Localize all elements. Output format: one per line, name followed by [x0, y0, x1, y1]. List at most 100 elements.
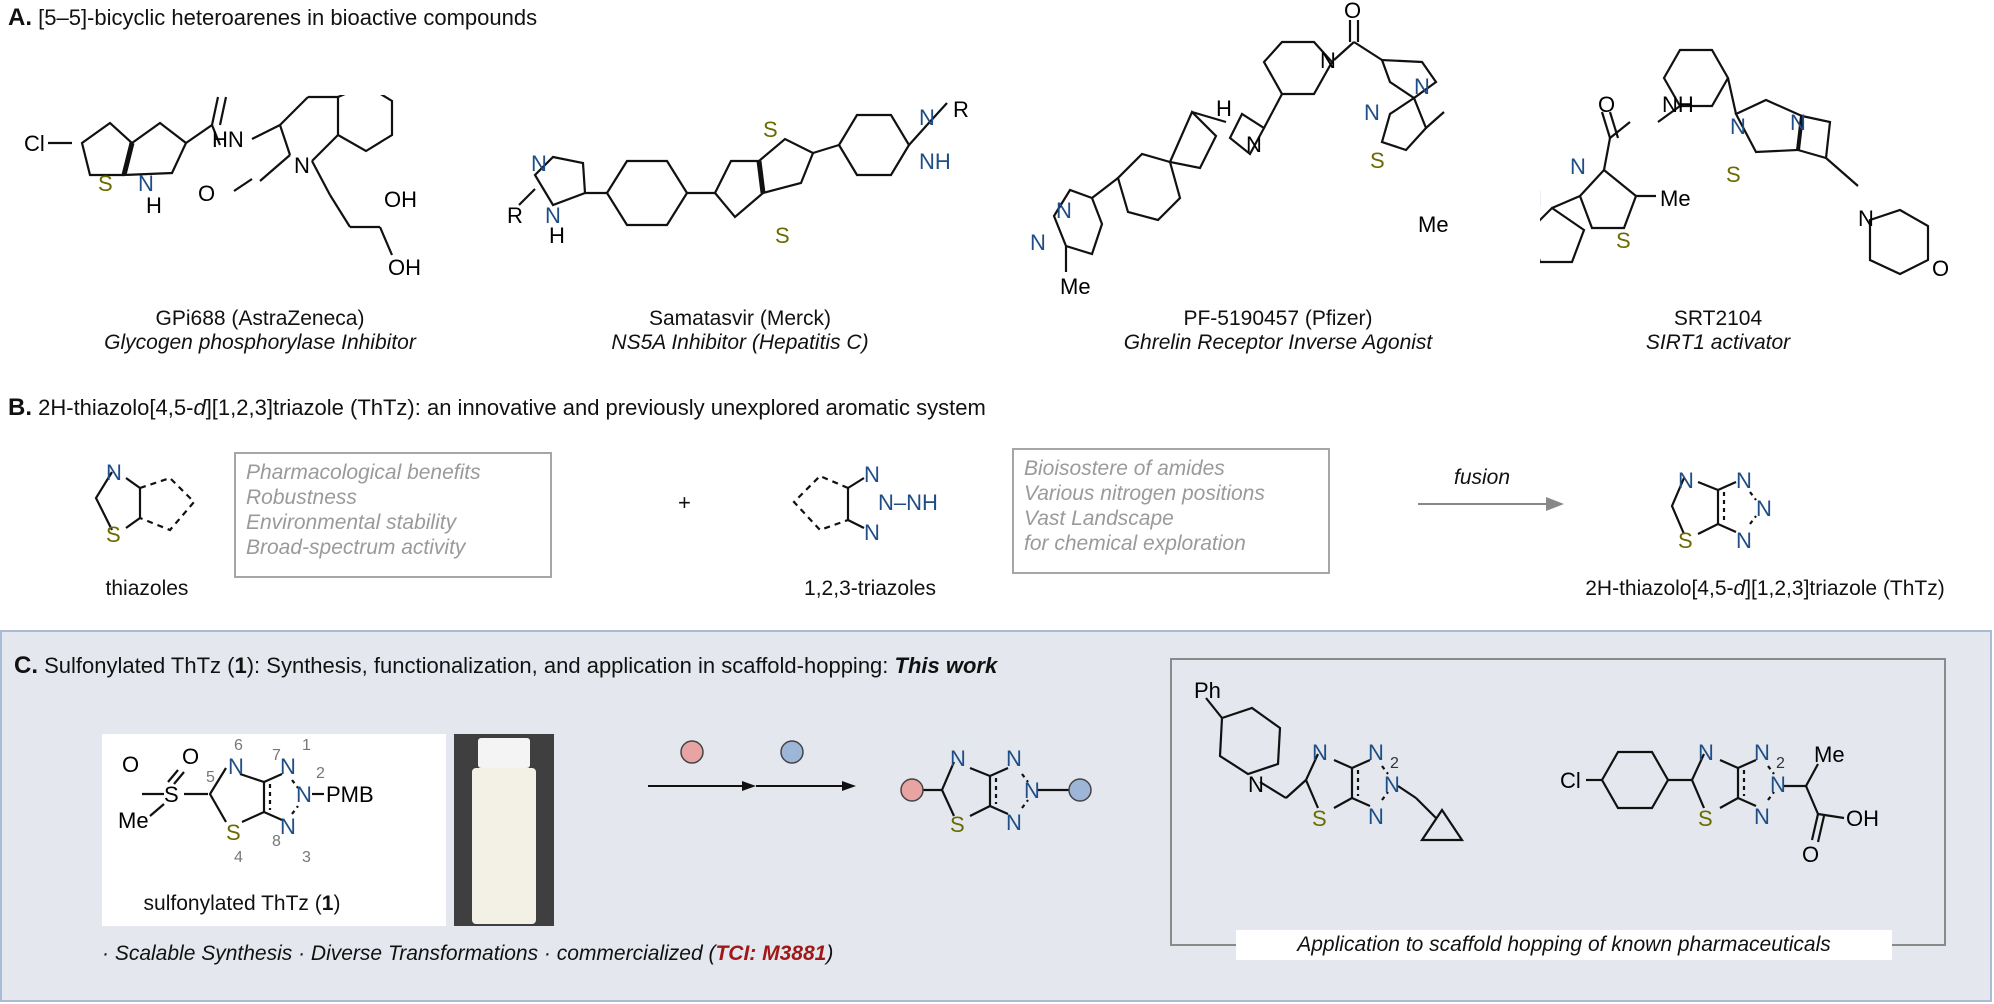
functionalized-product: N S N N N	[900, 746, 1092, 837]
n-atom: N	[1678, 468, 1694, 493]
s-atom: S	[775, 223, 790, 248]
compound-1-label: sulfonylated ThTz (1)	[102, 892, 382, 916]
panel-b-letter: B.	[8, 394, 32, 421]
n-atom: N	[864, 462, 880, 487]
benefit-item: Vast Landscape	[1024, 507, 1174, 530]
features-text: · Scalable Synthesis · Diverse Transform…	[102, 942, 716, 965]
position-2: 2	[316, 765, 325, 782]
aryl-analog-structure: Cl N S N N N 2 Me O OH	[1560, 740, 1879, 867]
hn-atom: HN	[212, 127, 244, 152]
panel-b-heading: B. 2H-thiazolo[4,5-d][1,2,3]triazole (Th…	[8, 394, 986, 422]
panel-c: C. Sulfonylated ThTz (1): Synthesis, fun…	[0, 630, 1992, 1002]
position-1: 1	[302, 737, 311, 754]
nh-atom: NH	[919, 149, 951, 174]
tci-catalog-number: TCI: M3881	[715, 942, 827, 965]
panel-c-title-emphasis: This work	[894, 653, 998, 678]
position-8: 8	[272, 833, 281, 850]
n-atom: N	[1736, 528, 1752, 553]
triazole-benefits-box: Bioisostere of amides Various nitrogen p…	[1012, 448, 1330, 574]
compound-1-card: O S O Me N S N N N PMB 6 7 1 2 5 4 8 3 s…	[102, 734, 446, 926]
s-atom: S	[1726, 162, 1741, 187]
blue-circle-icon	[780, 740, 804, 764]
panel-c-title-part: ): Synthesis, functionalization, and app…	[246, 653, 895, 678]
n-atom: N	[864, 520, 880, 545]
n-atom: N	[1756, 496, 1772, 521]
triazole-fragment: N N–NH N	[792, 462, 938, 545]
h-atom: H	[146, 193, 162, 218]
thiazole-benefits-box: Pharmacological benefits Robustness Envi…	[234, 452, 552, 578]
position-6: 6	[234, 737, 243, 754]
oh-atom: OH	[1846, 806, 1879, 831]
n-atom: N	[1540, 186, 1542, 211]
panel-a-heading: A. [5–5]-bicyclic heteroarenes in bioact…	[8, 4, 537, 32]
n-atom: N	[1364, 100, 1380, 125]
benefit-item: for chemical exploration	[1024, 532, 1246, 555]
compound-label-number: 1	[321, 892, 334, 915]
n-atom: N	[1056, 198, 1072, 223]
pf5190457-caption: PF-5190457 (Pfizer) Ghrelin Receptor Inv…	[1118, 307, 1438, 355]
n-atom: N	[296, 782, 312, 807]
r-atom: R	[507, 203, 523, 228]
n-atom: N	[1770, 772, 1786, 797]
panel-b-title-part: ][1,2,3]triazole (ThTz): an innovative a…	[205, 395, 986, 420]
benefit-item: Broad-spectrum activity	[246, 536, 466, 559]
n-atom: N	[1006, 746, 1022, 771]
panel-c-title-bold: 1	[234, 653, 247, 678]
me-atom: Me	[1418, 212, 1449, 237]
thiazole-fragment: N S	[94, 460, 196, 547]
n-atom: N	[1858, 206, 1874, 231]
panel-c-title-part: Sulfonylated ThTz (	[44, 653, 235, 678]
compound-activity: NS5A Inhibitor (Hepatitis C)	[611, 331, 869, 354]
compound-name: SRT2104	[1673, 307, 1763, 330]
thiazole-label: thiazoles	[105, 577, 189, 600]
compound-label-part: sulfonylated ThTz (	[143, 892, 322, 915]
o-atom: O	[1598, 92, 1615, 117]
product-label-part: 2H-thiazolo[4,5-	[1585, 577, 1734, 600]
n-atom: N	[1384, 772, 1400, 797]
compound-activity: SIRT1 activator	[1645, 331, 1791, 354]
n-atom: N	[545, 203, 561, 228]
n-atom: N	[1414, 74, 1430, 99]
n-atom: N	[1248, 772, 1264, 797]
o-atom: O	[1344, 2, 1361, 23]
s-atom: S	[950, 812, 965, 837]
n-atom: N	[950, 746, 966, 771]
position-7: 7	[272, 747, 281, 764]
scaffold-hopping-box: Ph N N S N N N 2	[1170, 658, 1946, 960]
position-2: 2	[1390, 755, 1399, 772]
reaction-arrow	[648, 740, 856, 791]
blue-circle-icon	[1068, 778, 1092, 802]
panel-a-title: [5–5]-bicyclic heteroarenes in bioactive…	[38, 5, 538, 30]
n-atom: N	[1320, 48, 1336, 73]
benefit-item: Pharmacological benefits	[246, 461, 481, 484]
n-atom: N	[280, 814, 296, 839]
n-atom: N	[919, 105, 935, 130]
n-atom: N	[1736, 468, 1752, 493]
pmb-group: PMB	[326, 782, 374, 807]
s-atom: S	[763, 117, 778, 142]
srt2104-caption: SRT2104 SIRT1 activator	[1618, 307, 1818, 355]
position-5: 5	[206, 769, 215, 786]
product-label-italic: d	[1733, 577, 1746, 600]
n-atom: N	[1030, 230, 1046, 255]
srt2104-structure: NH O N S Me N N N S N O	[1540, 48, 1949, 281]
nh-atom: NH	[1662, 92, 1694, 117]
features-close: )	[826, 942, 834, 965]
panel-c-heading: C. Sulfonylated ThTz (1): Synthesis, fun…	[14, 652, 997, 680]
compound-activity: Glycogen phosphorylase Inhibitor	[104, 331, 416, 354]
s-atom: S	[1698, 806, 1713, 831]
benefit-item: Robustness	[246, 486, 357, 509]
n-atom: N	[531, 151, 547, 176]
thtz-label: 2H-thiazolo[4,5-d][1,2,3]triazole (ThTz)	[1560, 577, 1970, 601]
me-atom: Me	[1660, 186, 1691, 211]
piperidine-analog-structure: Ph N N S N N N 2	[1194, 678, 1465, 842]
n-atom: N	[1368, 740, 1384, 765]
gpi688-caption: GPi688 (AstraZeneca) Glycogen phosphoryl…	[100, 307, 420, 355]
n-atom: N	[1246, 132, 1262, 157]
vial-cap	[478, 738, 530, 768]
n-atom: N	[1698, 740, 1714, 765]
position-3: 3	[302, 849, 311, 866]
position-4: 4	[234, 849, 243, 866]
compound-activity: Ghrelin Receptor Inverse Agonist	[1123, 331, 1433, 354]
gpi688-structure: Cl S N H HN O N OH OH	[24, 95, 421, 280]
